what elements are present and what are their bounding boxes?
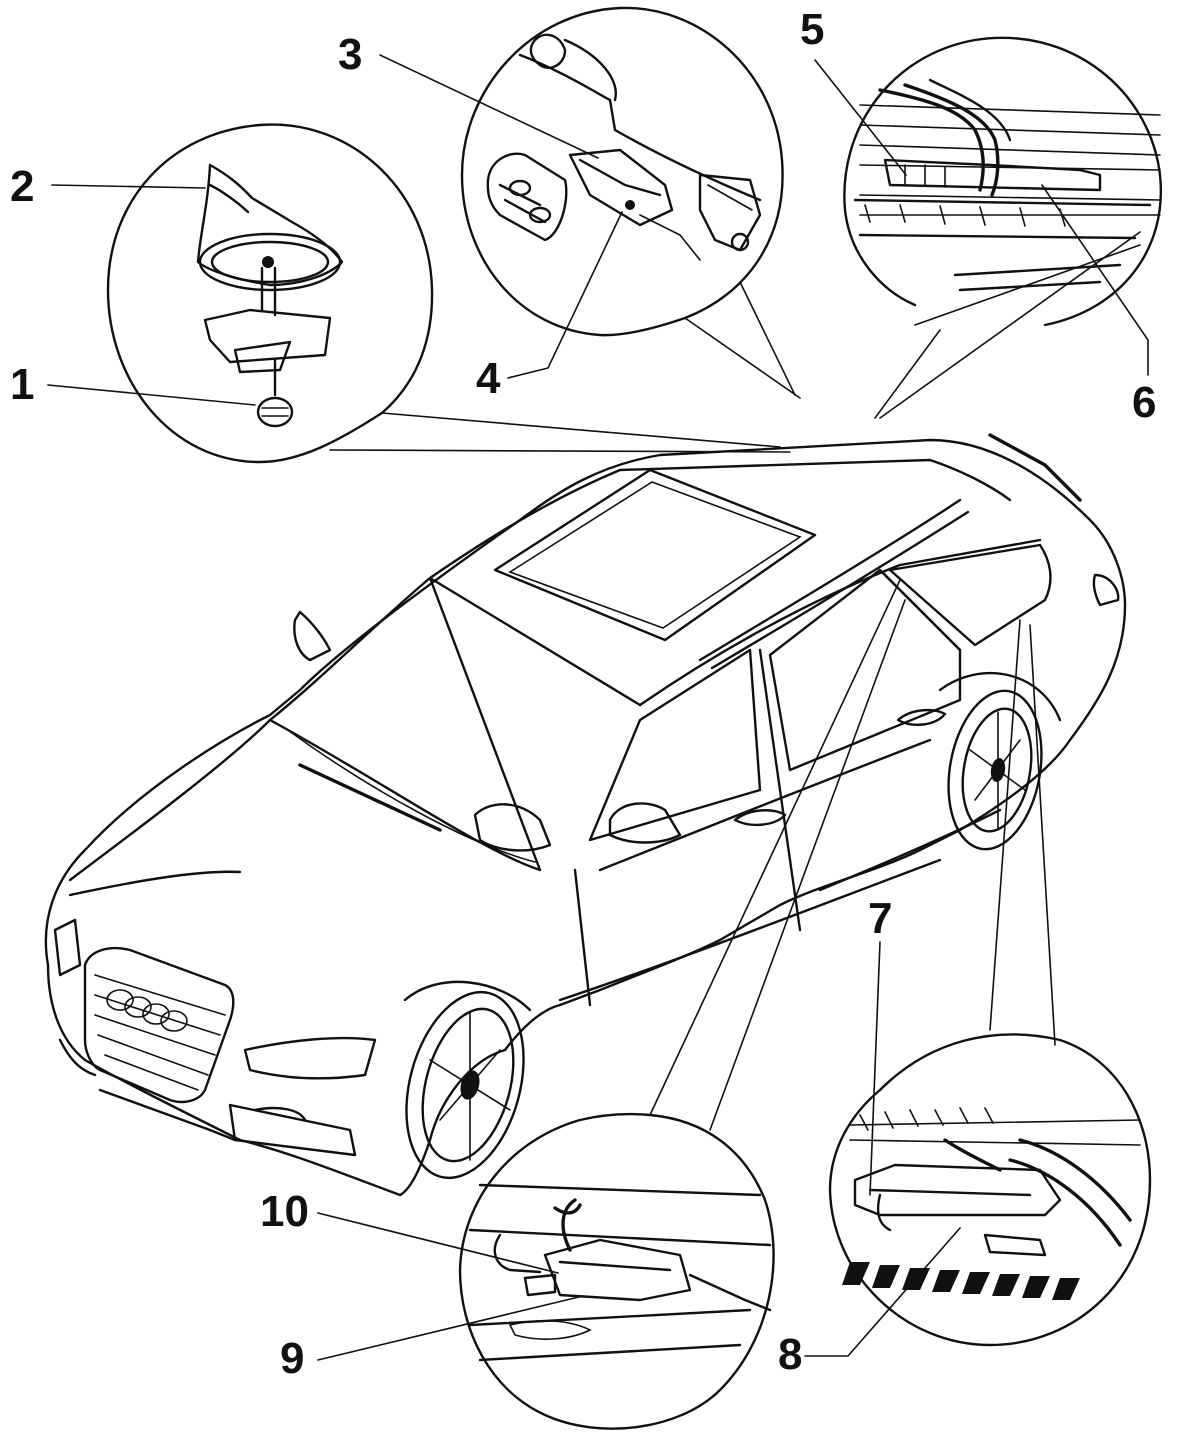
callout-8: 8 (778, 1330, 803, 1379)
callout-7: 7 (868, 894, 893, 943)
roof-fin-antenna-icon (196, 163, 344, 428)
detail-circle-roof-connector (843, 36, 1163, 419)
detail-circle-rear-amplifier (828, 619, 1152, 1347)
detail-circle-roof-antenna (106, 123, 791, 464)
callout-4: 4 (476, 354, 501, 403)
antenna-amplifier-icon-sill (468, 1183, 772, 1362)
callout-5: 5 (800, 5, 825, 54)
detail-circle-sill-amplifier (458, 579, 906, 1430)
callout-1: 1 (10, 360, 35, 409)
antenna-amplifier-icon (486, 33, 762, 261)
callout-10: 10 (260, 1187, 309, 1236)
antenna-amplifier-icon-rear (842, 1107, 1141, 1300)
cable-harness-icon (853, 78, 1161, 292)
leader-lines (47, 54, 1149, 1361)
callout-3: 3 (338, 30, 363, 79)
callout-6: 6 (1132, 378, 1157, 427)
detail-circle-amplifier-top (460, 6, 801, 399)
callout-2: 2 (10, 162, 35, 211)
car-line-drawing-icon (44, 433, 1127, 1197)
callout-9: 9 (280, 1334, 305, 1383)
